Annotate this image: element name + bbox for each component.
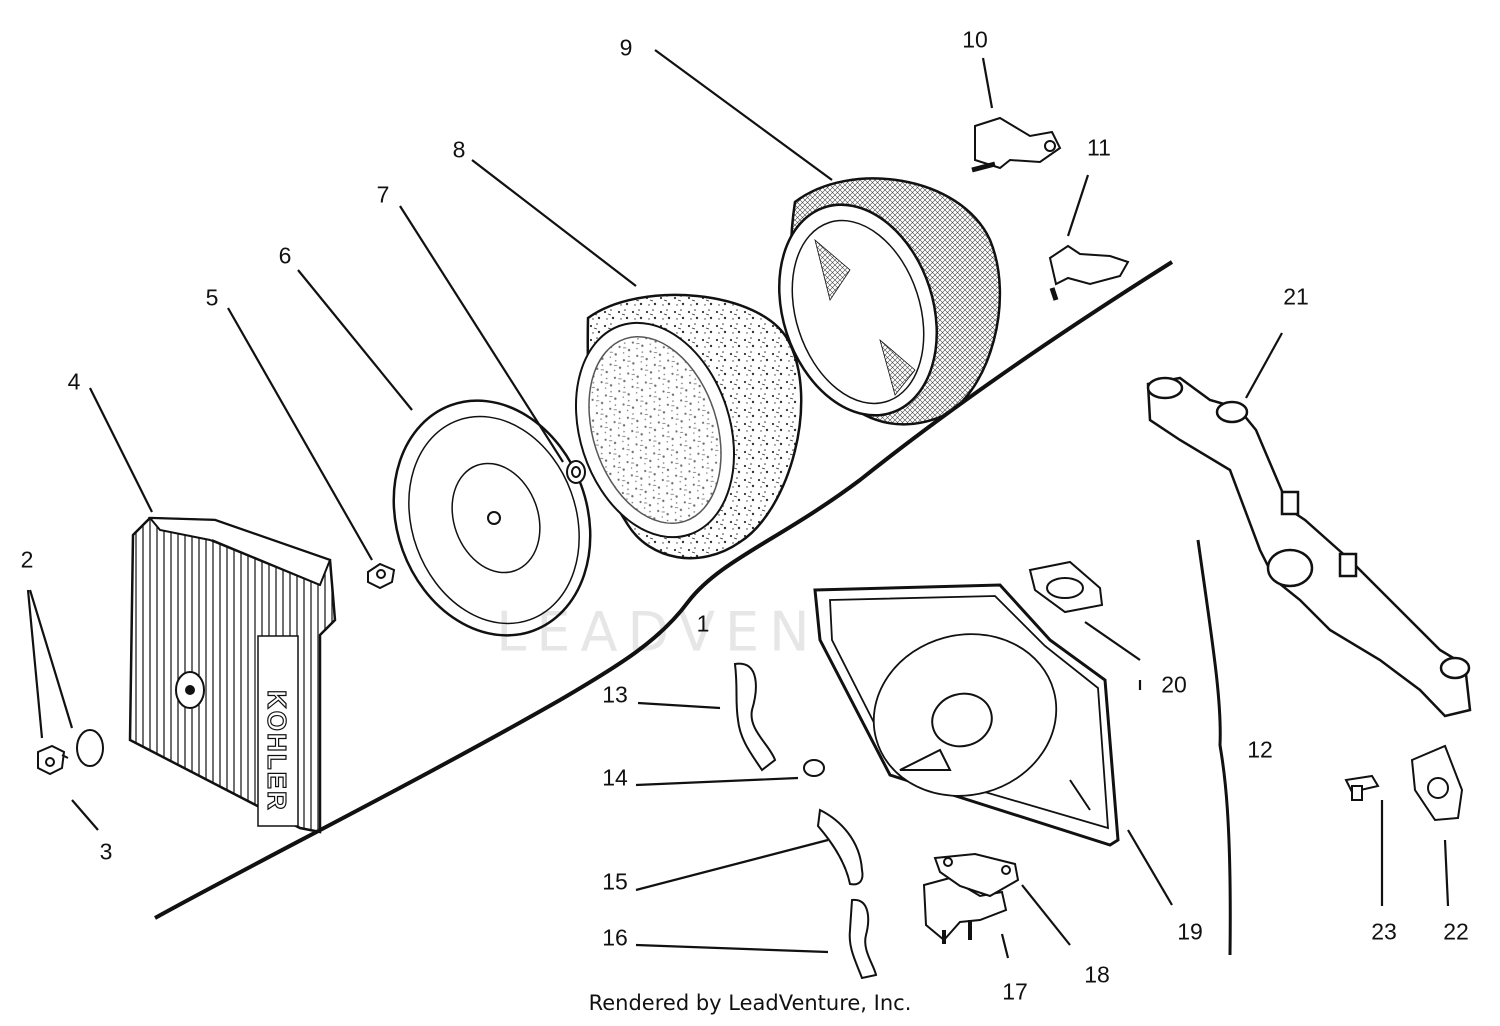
wing-nut [37, 744, 69, 776]
callout-17: 17 [1002, 978, 1028, 1005]
element-cover-plate [392, 399, 592, 637]
air-cleaner-base [813, 583, 1120, 847]
hose-15 [816, 808, 864, 886]
callout-19: 19 [1177, 918, 1203, 945]
hose-16 [848, 898, 878, 980]
bracket-11 [1048, 244, 1130, 301]
callout-14: 14 [602, 764, 628, 791]
callout-16: 16 [602, 924, 628, 951]
footer-credit: Rendered by LeadVenture, Inc. [588, 991, 912, 1015]
callout-15: 15 [602, 868, 628, 895]
callout-21: 21 [1283, 283, 1309, 310]
callout-4: 4 [67, 368, 81, 395]
callout-20: 20 [1161, 671, 1187, 698]
gasket-20 [1028, 560, 1104, 614]
manifold [1146, 376, 1472, 718]
callout-3: 3 [99, 838, 113, 865]
washer [76, 729, 104, 767]
callout-5: 5 [205, 284, 219, 311]
breather-tube [733, 662, 777, 772]
screw [1344, 774, 1380, 801]
callout-23: 23 [1371, 918, 1397, 945]
callout-10: 10 [962, 26, 988, 53]
callout-7: 7 [376, 181, 390, 208]
flange-gasket [1410, 744, 1464, 822]
callout-6: 6 [278, 242, 292, 269]
group-12-bracket [1196, 539, 1232, 956]
callout-2: 2 [20, 546, 34, 573]
callout-9: 9 [619, 34, 633, 61]
air-cleaner-cover [128, 516, 337, 834]
precleaner [574, 293, 803, 560]
hose-clamp [803, 759, 825, 777]
divider-curve [154, 260, 1174, 920]
cover-wing-nut [367, 562, 396, 590]
callout-8: 8 [452, 136, 466, 163]
air-filter-element [777, 177, 1002, 426]
bracket-10 [971, 116, 1062, 173]
spacer-nut [566, 460, 586, 484]
callout-11: 11 [1087, 134, 1111, 161]
callout-13: 13 [602, 681, 628, 708]
callout-12: 12 [1247, 736, 1273, 763]
callout-18: 18 [1084, 961, 1110, 988]
leader-lines [26, 49, 1450, 959]
callout-1: 1 [696, 610, 710, 637]
plate-18 [933, 852, 1020, 898]
callout-22: 22 [1443, 918, 1469, 945]
cover-brand-text: KOHLER [262, 690, 292, 812]
